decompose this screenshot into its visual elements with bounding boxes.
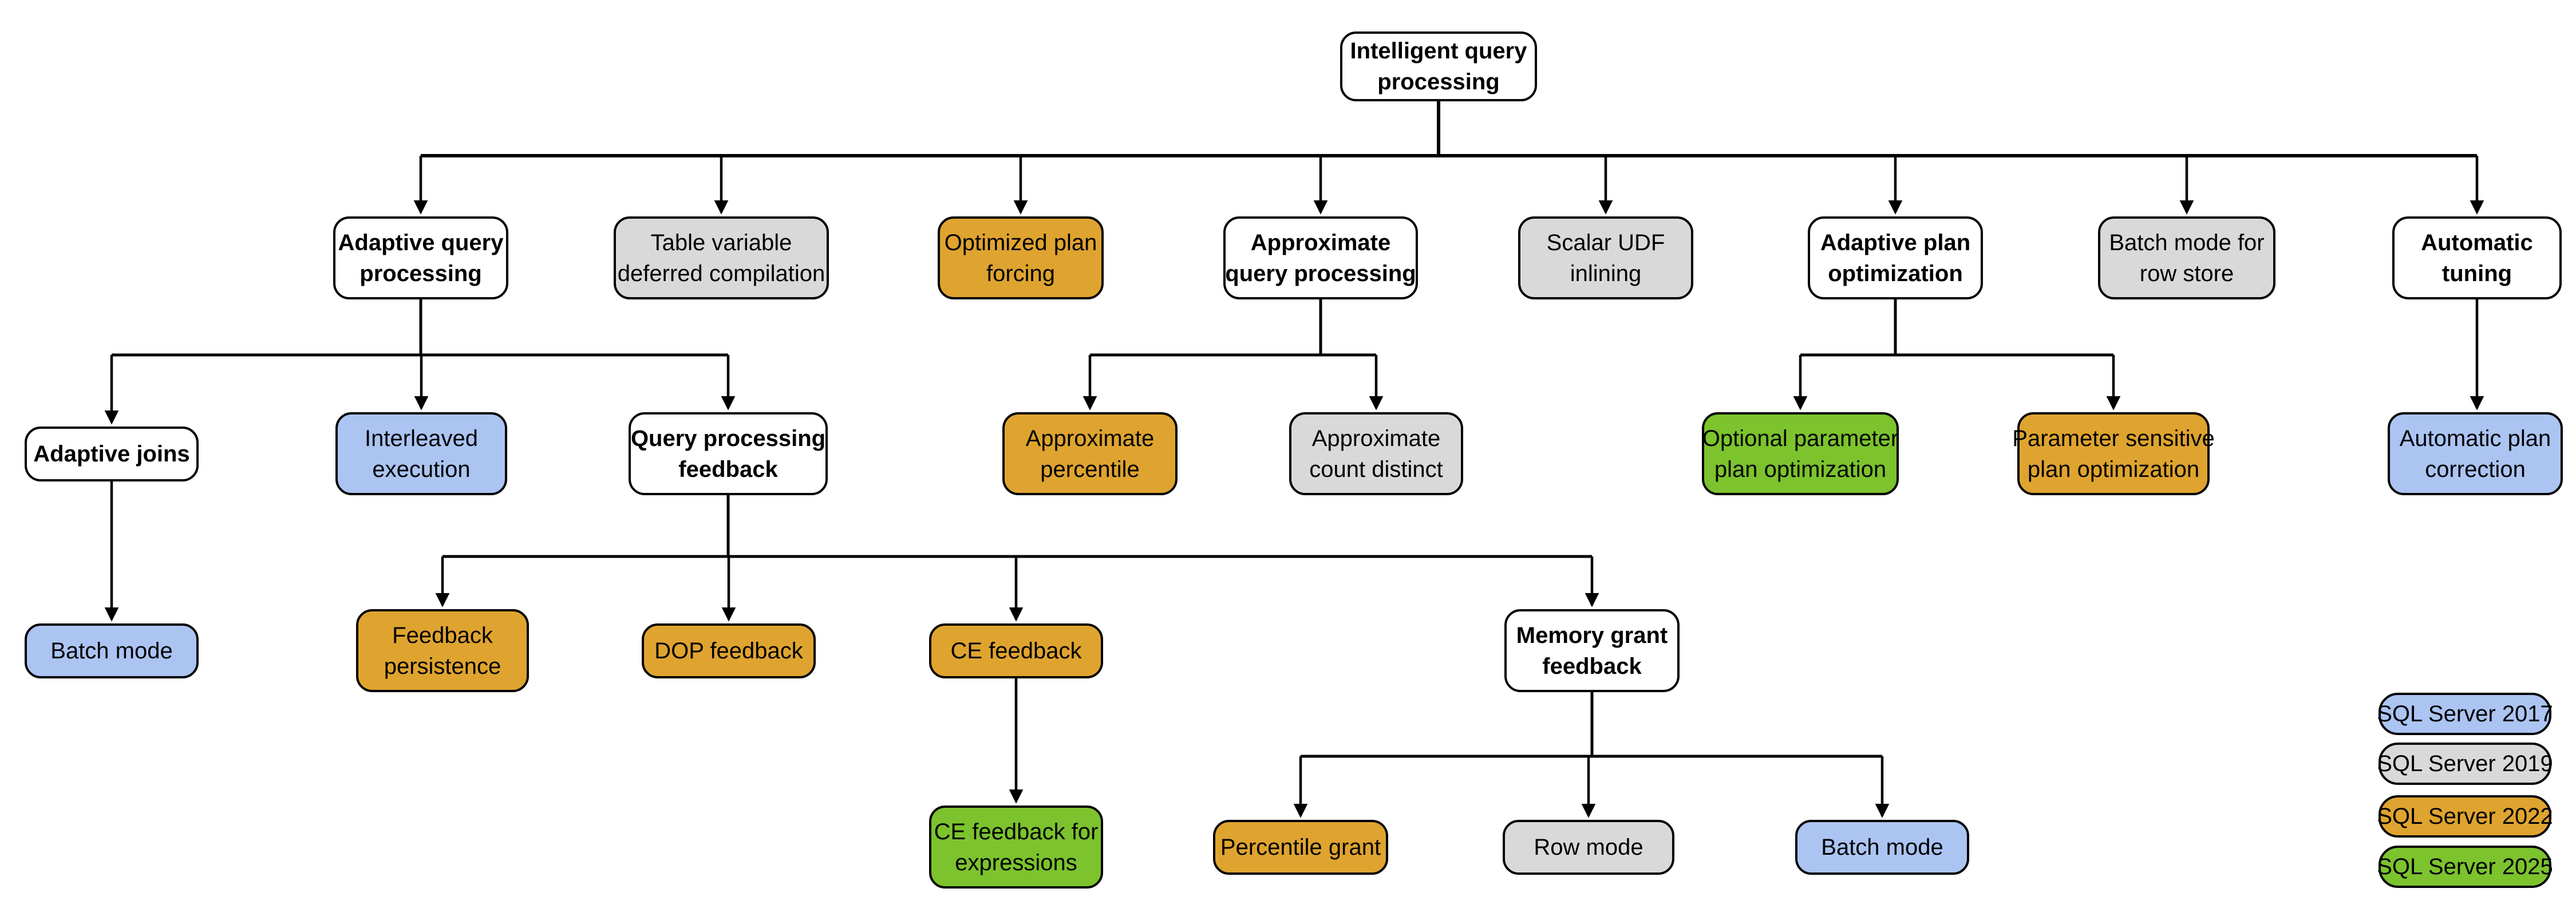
node-approximate-query-processing: Approximate query processing — [1223, 216, 1418, 299]
node-ce-feedback-for-expressions: CE feedback for expressions — [929, 806, 1103, 889]
node-batch-mode-adaptive-joins: Batch mode — [25, 623, 199, 678]
node-row-mode: Row mode — [1503, 820, 1674, 875]
node-ce-feedback: CE feedback — [929, 623, 1103, 678]
node-percentile-grant: Percentile grant — [1213, 820, 1388, 875]
node-intelligent-query-processing: Intelligent query processing — [1340, 31, 1537, 101]
node-optimized-plan-forcing: Optimized plan forcing — [938, 216, 1104, 299]
node-parameter-sensitive-plan-optimization: Parameter sensitive plan optimization — [2012, 412, 2215, 495]
legend-item-sql-server-2022: SQL Server 2022 — [2377, 795, 2553, 838]
node-approximate-count-distinct: Approximate count distinct — [1289, 412, 1463, 495]
node-dop-feedback: DOP feedback — [642, 623, 816, 678]
node-query-processing-feedback: Query processing feedback — [629, 412, 828, 495]
node-adaptive-plan-optimization: Adaptive plan optimization — [1808, 216, 1983, 299]
node-scalar-udf-inlining: Scalar UDF inlining — [1518, 216, 1693, 299]
node-interleaved-execution: Interleaved execution — [335, 412, 507, 495]
node-approximate-percentile: Approximate percentile — [1002, 412, 1178, 495]
node-feedback-persistence: Feedback persistence — [356, 609, 529, 692]
node-memory-grant-feedback: Memory grant feedback — [1504, 609, 1680, 692]
node-optional-parameter-plan-optimization: Optional parameter plan optimization — [1702, 412, 1899, 495]
node-automatic-plan-correction: Automatic plan correction — [2388, 412, 2563, 495]
node-batch-mode-for-row-store: Batch mode for row store — [2098, 216, 2275, 299]
node-table-variable-deferred-compilation: Table variable deferred compilation — [614, 216, 829, 299]
node-adaptive-query-processing: Adaptive query processing — [333, 216, 508, 299]
legend-item-sql-server-2017: SQL Server 2017 — [2377, 693, 2553, 735]
node-automatic-tuning: Automatic tuning — [2392, 216, 2562, 299]
legend-item-sql-server-2025: SQL Server 2025 — [2377, 846, 2553, 888]
node-adaptive-joins: Adaptive joins — [25, 427, 199, 481]
node-batch-mode-memory-grant: Batch mode — [1795, 820, 1969, 875]
legend-item-sql-server-2019: SQL Server 2019 — [2377, 743, 2553, 785]
